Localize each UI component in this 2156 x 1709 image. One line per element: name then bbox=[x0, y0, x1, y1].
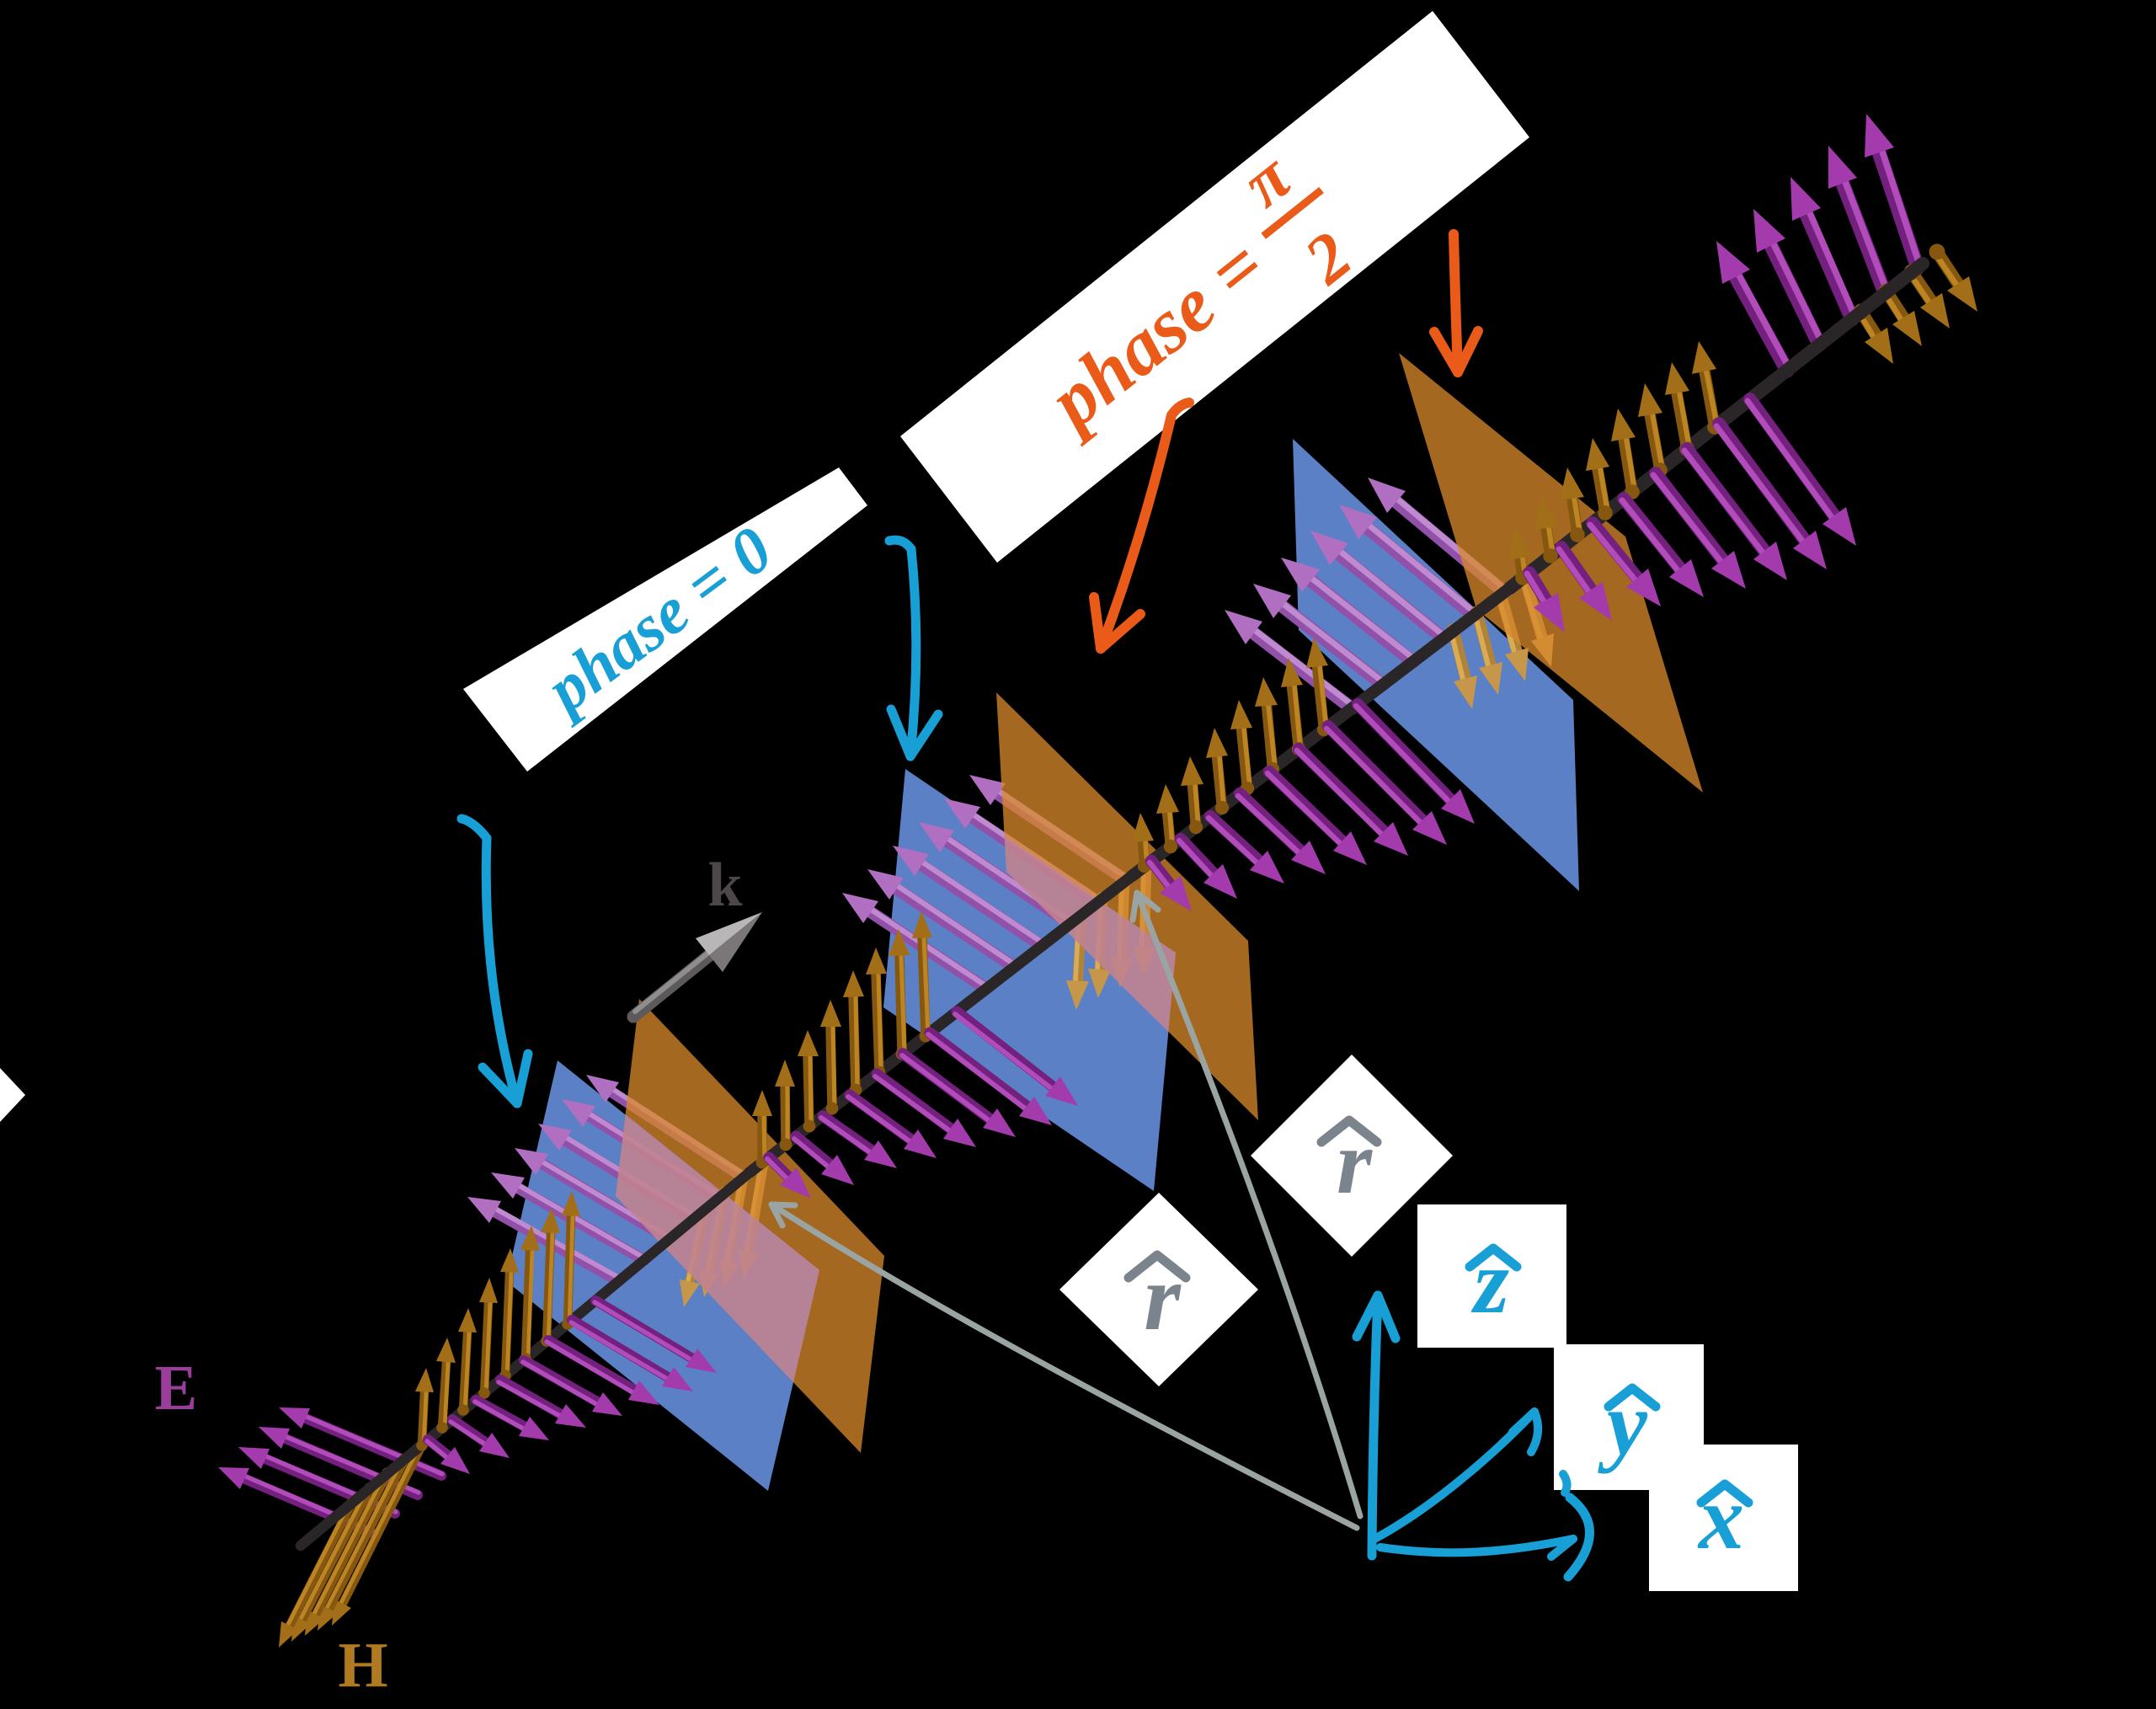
svg-text:E: E bbox=[155, 1353, 198, 1423]
svg-text:H: H bbox=[338, 1630, 387, 1701]
svg-text:k: k bbox=[707, 851, 743, 920]
